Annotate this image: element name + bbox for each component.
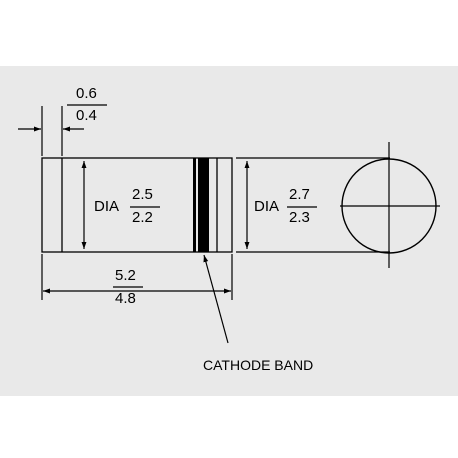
end-diameter-max: 2.7 (289, 186, 310, 203)
body-diameter-min: 2.2 (132, 209, 153, 226)
drawing-panel (0, 66, 458, 396)
diode-outline (41, 157, 233, 253)
length-min: 4.8 (115, 290, 136, 307)
lead-thickness-max: 0.6 (76, 85, 97, 102)
end-diameter-prefix: DIA (254, 198, 280, 215)
diode-body (41, 157, 233, 253)
cathode-band-thin (193, 158, 196, 252)
body-diameter-max: 2.5 (132, 186, 153, 203)
length-max: 5.2 (115, 267, 136, 284)
end-diameter-min: 2.3 (289, 209, 310, 226)
lead-thickness-dimension (18, 106, 84, 156)
lead-thickness-min: 0.4 (76, 107, 97, 124)
length-dimension (41, 254, 233, 300)
cathode-band-label: CATHODE BAND (203, 357, 314, 373)
cathode-band-thick (198, 158, 209, 252)
body-diameter-prefix: DIA (94, 198, 120, 215)
cathode-leader (203, 254, 229, 344)
end-view (236, 142, 440, 268)
